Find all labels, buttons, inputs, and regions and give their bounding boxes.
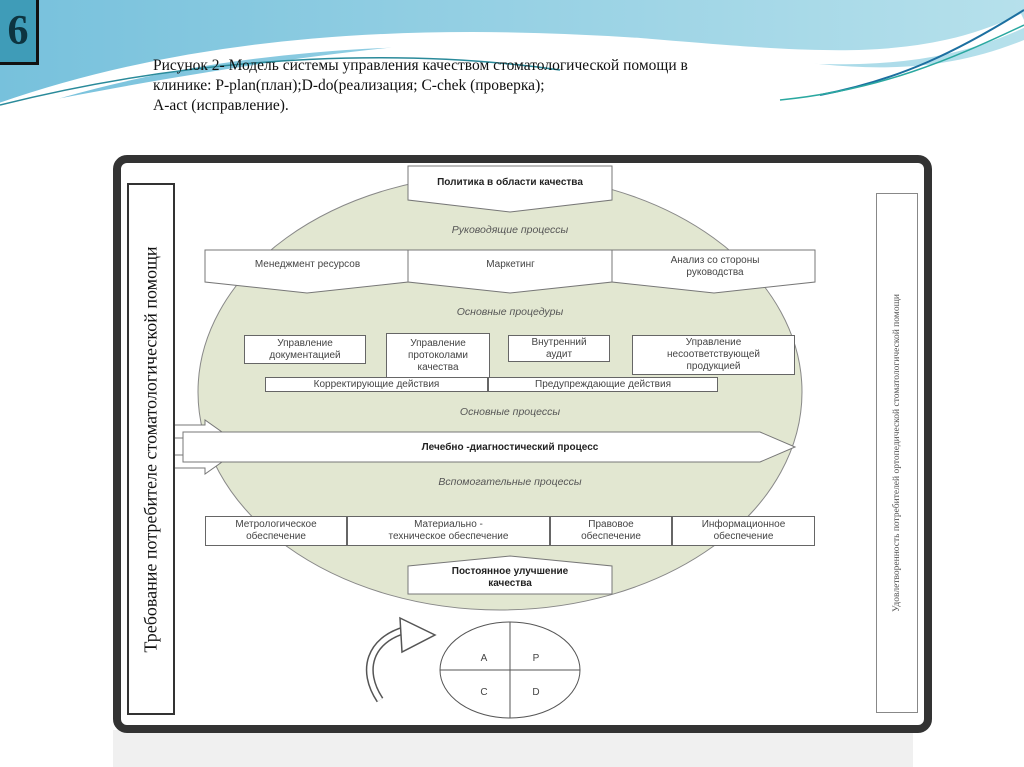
slide-number: 6 (0, 0, 39, 65)
improvement-shape (407, 555, 613, 595)
figure-caption: Рисунок 2- Модель системы управления кач… (153, 56, 873, 116)
pdca-do: D (532, 687, 540, 698)
preventive-actions: Предупреждающие действия (488, 377, 718, 392)
managing-item-resources: Менеджмент ресурсов (254, 259, 361, 270)
improvement-label: Постоянное улучшение качества (451, 566, 569, 589)
pdca-plan: P (532, 653, 540, 664)
procedures-label: Основные процедуры (456, 306, 564, 318)
corrective-actions: Корректирующие действия (265, 377, 488, 392)
caption-line-3: A-act (исправление). (153, 97, 289, 114)
procedure-internal-audit: Внутренний аудит (508, 335, 610, 362)
customer-requirements-box: Требование потребителе стоматологической… (127, 183, 175, 715)
support-legal: Правовое обеспечение (550, 516, 672, 546)
procedure-documentation: Управление документацией (244, 335, 366, 364)
managing-processes-label: Руководящие процессы (451, 224, 569, 236)
pdca-circle (439, 621, 581, 719)
managing-item-marketing: Маркетинг (486, 259, 535, 270)
main-process-arrow (182, 431, 797, 463)
procedure-nonconforming: Управление несоответствующей продукцией (632, 335, 795, 375)
main-process-label: Лечебно -диагностический процесс (421, 442, 599, 453)
policy-shape (407, 165, 613, 213)
managing-shape-1 (204, 249, 409, 294)
customer-satisfaction-label: Удовлетворенность потребителей ортопедич… (892, 294, 903, 612)
support-metrology: Метрологическое обеспечение (205, 516, 347, 546)
pdca-check: C (480, 687, 488, 698)
support-information: Информационное обеспечение (672, 516, 815, 546)
customer-satisfaction-box: Удовлетворенность потребителей ортопедич… (876, 193, 918, 713)
main-processes-label: Основные процессы (459, 406, 561, 418)
policy-label: Политика в области качества (437, 177, 583, 188)
pdca-cycle-arrow-icon (365, 616, 437, 703)
customer-requirements-label: Требование потребителе стоматологической… (140, 245, 161, 653)
caption-line-1: Рисунок 2- Модель системы управления кач… (153, 57, 688, 74)
caption-line-2: клинике: P-plan(план);D-do(реализация; C… (153, 77, 545, 94)
managing-shape-3 (611, 249, 816, 294)
managing-shape-2 (407, 249, 613, 294)
support-material: Материально - техническое обеспечение (347, 516, 550, 546)
pdca-act: A (480, 653, 488, 664)
support-processes-label: Вспомогательные процессы (438, 476, 582, 488)
managing-item-review: Анализ со стороны руководства (670, 255, 760, 278)
procedure-quality-protocols: Управление протоколами качества (386, 333, 490, 378)
